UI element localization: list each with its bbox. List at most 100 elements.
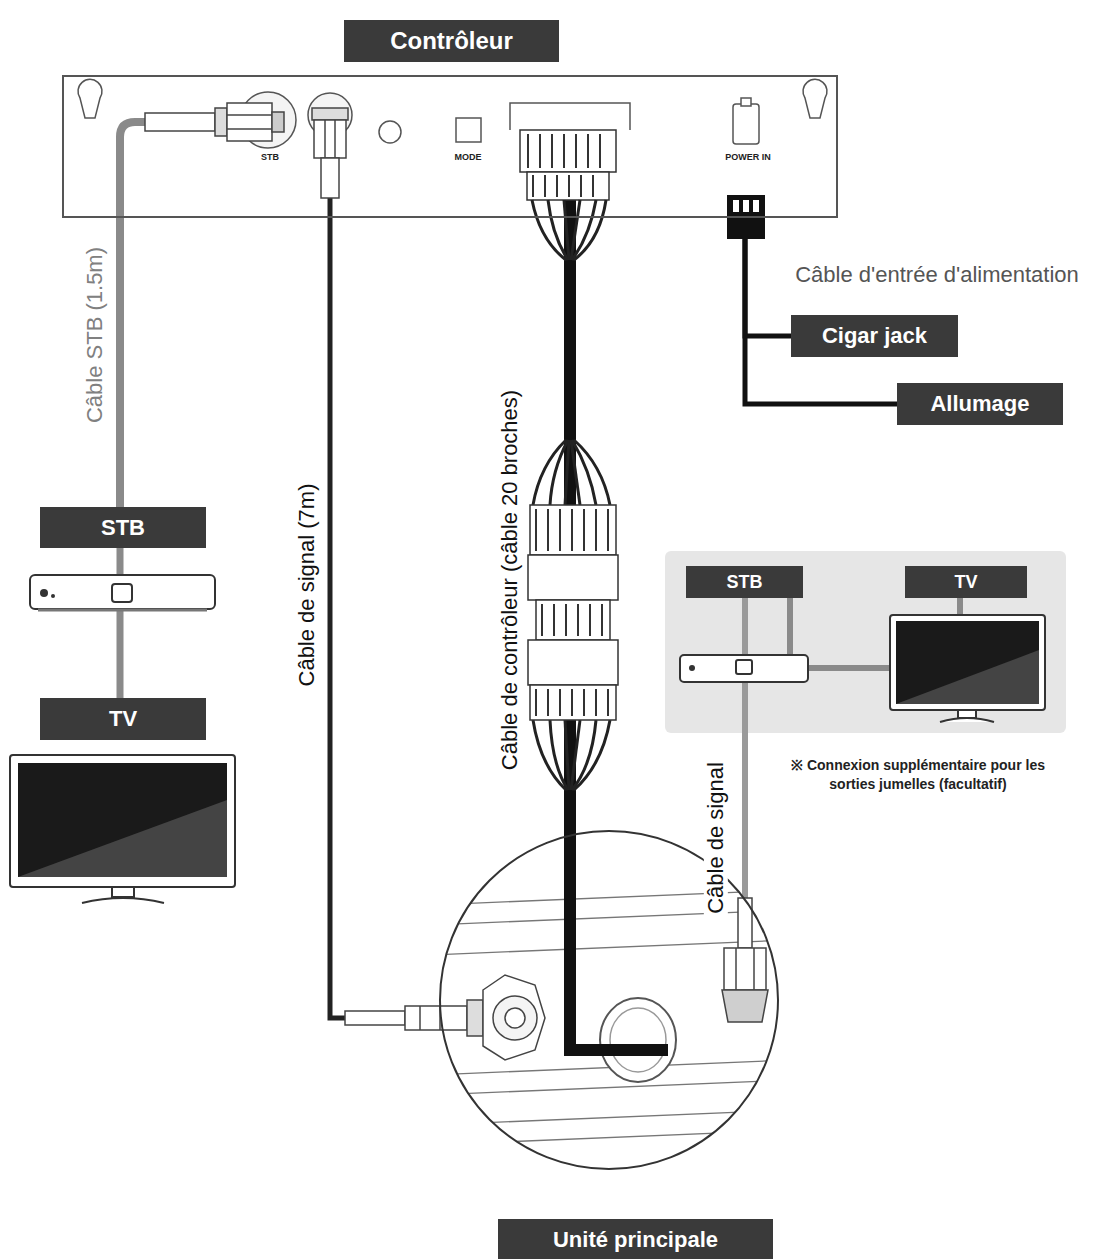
illustration-part xyxy=(430,910,790,925)
illustration-part xyxy=(530,505,616,555)
illustration-part xyxy=(580,175,582,197)
illustration-part xyxy=(145,113,215,131)
illustration-part xyxy=(600,998,676,1082)
illustration-part xyxy=(738,898,752,948)
ignition-band: Allumage xyxy=(897,383,1063,425)
port-label: MODE xyxy=(455,152,482,162)
tv-label-band: TV xyxy=(40,698,206,740)
node-title: STB xyxy=(101,515,145,541)
stb-label-band: STB xyxy=(40,507,206,548)
illustration-part xyxy=(544,175,546,197)
cable-connector xyxy=(745,218,897,404)
node-title: STB xyxy=(727,572,763,593)
illustration-part xyxy=(536,509,608,716)
illustration-part xyxy=(18,800,227,877)
illustration-part xyxy=(112,584,132,602)
illustration-part xyxy=(535,509,537,551)
illustration-part xyxy=(430,1080,790,1095)
right-stb-device xyxy=(680,655,808,682)
illustration-part xyxy=(334,120,336,158)
illustration-part xyxy=(82,898,164,903)
optional-connection-panel: ※ Connexion supplémentaire pour les sort… xyxy=(665,551,1066,733)
node-title: TV xyxy=(954,572,977,593)
illustration-part xyxy=(803,79,827,118)
illustration-part xyxy=(539,134,541,168)
cigar-jack-band: Cigar jack xyxy=(791,315,958,357)
node-title: Contrôleur xyxy=(390,27,513,55)
illustration-part xyxy=(535,689,537,716)
illustration-part xyxy=(419,1006,421,1030)
cable-label: Câble de contrôleur (câble 20 broches) xyxy=(498,387,522,773)
illustration-part xyxy=(430,890,790,905)
illustration-part xyxy=(493,996,537,1040)
illustration-part xyxy=(565,440,569,505)
unit-hole xyxy=(600,998,676,1082)
illustration-part xyxy=(547,509,549,551)
optional-panel-fill xyxy=(665,551,1066,733)
illustration-part xyxy=(510,103,630,130)
illustration-part xyxy=(548,200,568,260)
illustration-part xyxy=(724,948,766,990)
twenty-pin-coupler xyxy=(528,440,618,790)
unit-twin-output-plug xyxy=(722,898,768,1022)
illustration-part xyxy=(940,718,994,722)
cable-connector xyxy=(117,548,124,698)
illustration-part xyxy=(520,130,616,172)
illustration-part xyxy=(595,509,597,551)
controller-housing: Contrôleur xyxy=(62,75,838,218)
illustration-part xyxy=(733,104,759,144)
illustration-part xyxy=(571,509,573,551)
illustration-part xyxy=(736,660,752,674)
illustration-part xyxy=(532,200,606,260)
illustration-part xyxy=(505,1008,525,1028)
illustration-part xyxy=(30,575,215,609)
illustration-part xyxy=(321,158,339,198)
node-title: ※ Connexion supplémentaire pour les sort… xyxy=(768,756,1068,794)
tv-label-band: TV xyxy=(905,566,1027,598)
illustration-part xyxy=(551,134,553,168)
illustration-part xyxy=(753,200,759,212)
illustration-part xyxy=(533,440,610,790)
illustration-part xyxy=(563,134,565,168)
illustration-part xyxy=(587,134,589,168)
cable-label: Câble d'entrée d'alimentation xyxy=(792,263,1082,287)
illustration-part xyxy=(896,621,1039,704)
stb-label-band: STB xyxy=(686,566,803,598)
illustration-part xyxy=(18,763,227,877)
illustration-part xyxy=(312,108,348,120)
illustration-part xyxy=(575,134,577,168)
illustration-part xyxy=(607,689,609,716)
port-label: POWER IN xyxy=(725,152,771,162)
illustration-part xyxy=(896,650,1039,704)
illustration-part xyxy=(958,710,976,718)
illustration-part xyxy=(530,685,616,720)
illustration-part xyxy=(595,689,597,716)
illustration-part xyxy=(51,594,55,598)
illustration-part xyxy=(753,948,755,990)
illustration-part xyxy=(528,640,618,685)
controller-cable-inside-unit xyxy=(570,834,668,1050)
illustration-part xyxy=(577,604,579,636)
illustration-part xyxy=(10,755,235,887)
cable-label: Câble STB (1.5m) xyxy=(83,244,107,426)
illustration-part xyxy=(574,200,606,260)
illustration-part xyxy=(215,108,227,136)
illustration-part xyxy=(565,720,569,790)
illustration-part xyxy=(568,175,570,197)
illustration-part xyxy=(532,175,534,197)
node-title: Cigar jack xyxy=(822,323,927,349)
illustration-part xyxy=(550,720,568,790)
left-tv xyxy=(10,755,235,903)
illustration-part xyxy=(680,655,808,682)
illustration-part xyxy=(890,615,1045,710)
illustration-part xyxy=(733,200,739,212)
left-stb-device xyxy=(30,575,215,610)
node-title: Unité principale xyxy=(553,1227,718,1253)
illustration-part xyxy=(345,1011,405,1025)
illustration-part xyxy=(556,175,558,197)
cable-label: Câble de signal xyxy=(704,759,728,917)
illustration-part xyxy=(574,720,610,790)
illustration-part xyxy=(553,604,555,636)
illustration-part xyxy=(559,509,561,551)
